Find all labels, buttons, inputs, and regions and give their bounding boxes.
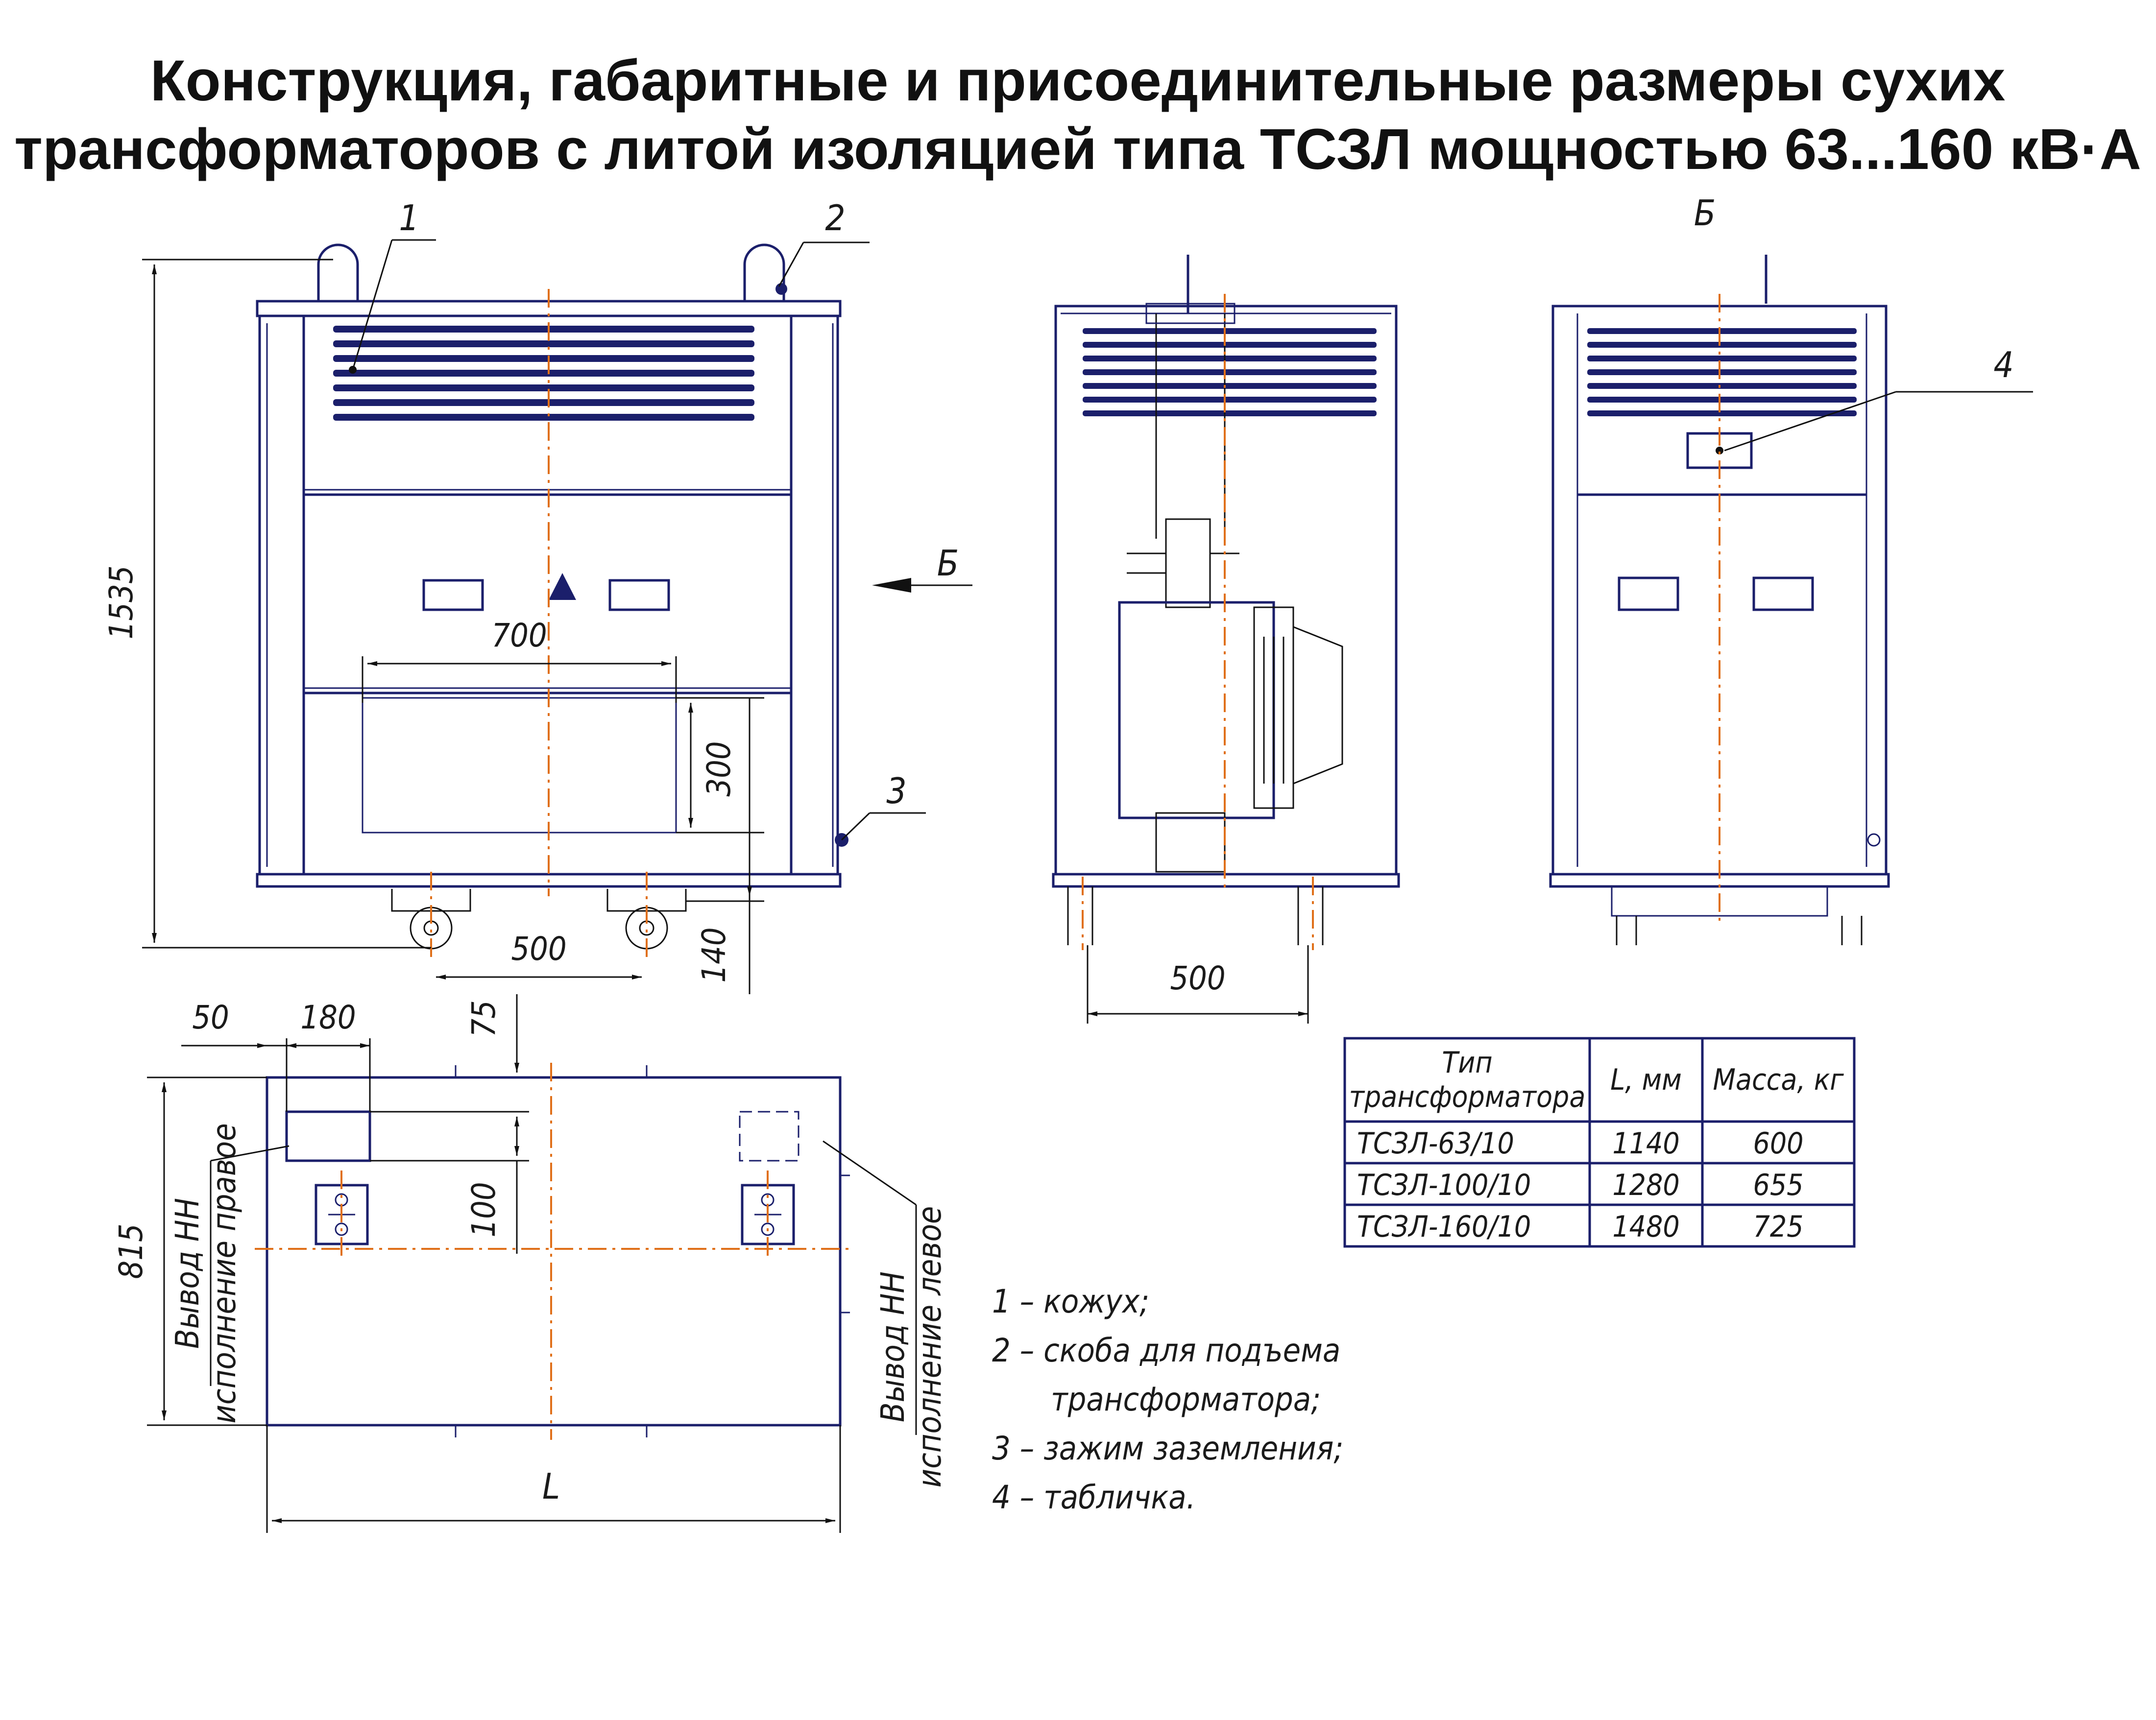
note-right-1: Вывод НН xyxy=(874,1271,912,1422)
dim-1535: 1535 xyxy=(102,565,140,639)
legend-item-4: 4 – табличка. xyxy=(992,1479,1195,1516)
table-cell: ТСЗЛ-160/10 xyxy=(1357,1210,1531,1244)
legend: 1 – кожух; 2 – скоба для подъема трансфо… xyxy=(992,1283,1343,1516)
plan-view xyxy=(255,1063,852,1440)
dim-75: 75 xyxy=(465,1000,503,1037)
table-cell: ТСЗЛ-63/10 xyxy=(1357,1126,1514,1161)
dim-L: L xyxy=(542,1466,560,1507)
callout-3: 3 xyxy=(886,770,906,812)
table-cell: 655 xyxy=(1753,1168,1803,1202)
dim-300: 300 xyxy=(700,741,738,796)
title-line-2: трансформаторов с литой изоляцией типа Т… xyxy=(14,117,2141,182)
front-louvers xyxy=(333,326,754,421)
rear-view: Б 4 xyxy=(1549,192,2033,945)
callout-4: 4 xyxy=(1993,344,2013,385)
title-line-1: Конструкция, габаритные и присоединитель… xyxy=(150,48,2006,113)
note-left-2: исполнение правое xyxy=(205,1123,243,1423)
view-b-label: Б xyxy=(1694,192,1716,234)
dim-50: 50 xyxy=(192,999,229,1036)
table-cell: 725 xyxy=(1753,1210,1803,1244)
table-cell: 1280 xyxy=(1612,1168,1679,1202)
table-header-mass: Масса, кг xyxy=(1713,1063,1844,1097)
dim-700: 700 xyxy=(491,617,547,654)
callouts-front: 1 2 3 xyxy=(349,197,926,841)
legend-item-2: 2 – скоба для подъема xyxy=(992,1332,1340,1369)
table-cell: 600 xyxy=(1753,1126,1803,1161)
view-arrow-label: Б xyxy=(937,543,959,584)
legend-item-3: 3 – зажим заземления; xyxy=(992,1430,1343,1467)
dim-815: 815 xyxy=(112,1223,150,1279)
note-left-1: Вывод НН xyxy=(169,1198,206,1349)
side-view: 500 xyxy=(1052,255,1400,1024)
front-dimensions: 1535 700 300 140 500 Б xyxy=(102,259,972,994)
dim-500-front: 500 xyxy=(511,930,566,968)
dim-500-side: 500 xyxy=(1170,959,1225,997)
front-view xyxy=(256,243,848,960)
dim-180: 180 xyxy=(300,999,356,1036)
plan-dimensions: 50 180 75 100 815 L Вывод НН исполнение … xyxy=(112,994,948,1533)
spec-table: Тип трансформатора L, мм Масса, кг ТСЗЛ-… xyxy=(1343,1037,1856,1248)
note-right-2: исполнение левое xyxy=(911,1206,948,1488)
table-header-type-2: трансформатора xyxy=(1349,1080,1586,1114)
table-header-type-1: Тип xyxy=(1442,1046,1492,1080)
table-header-L: L, мм xyxy=(1610,1063,1682,1097)
callout-1: 1 xyxy=(399,197,419,239)
table-cell: 1480 xyxy=(1612,1210,1679,1244)
callout-2: 2 xyxy=(825,197,845,239)
dim-140: 140 xyxy=(695,927,733,982)
legend-item-1: 1 – кожух; xyxy=(992,1283,1149,1320)
table-cell: ТСЗЛ-100/10 xyxy=(1357,1168,1531,1202)
dim-100: 100 xyxy=(465,1182,503,1237)
table-cell: 1140 xyxy=(1612,1126,1679,1161)
legend-item-2-cont: трансформатора; xyxy=(1051,1381,1321,1418)
